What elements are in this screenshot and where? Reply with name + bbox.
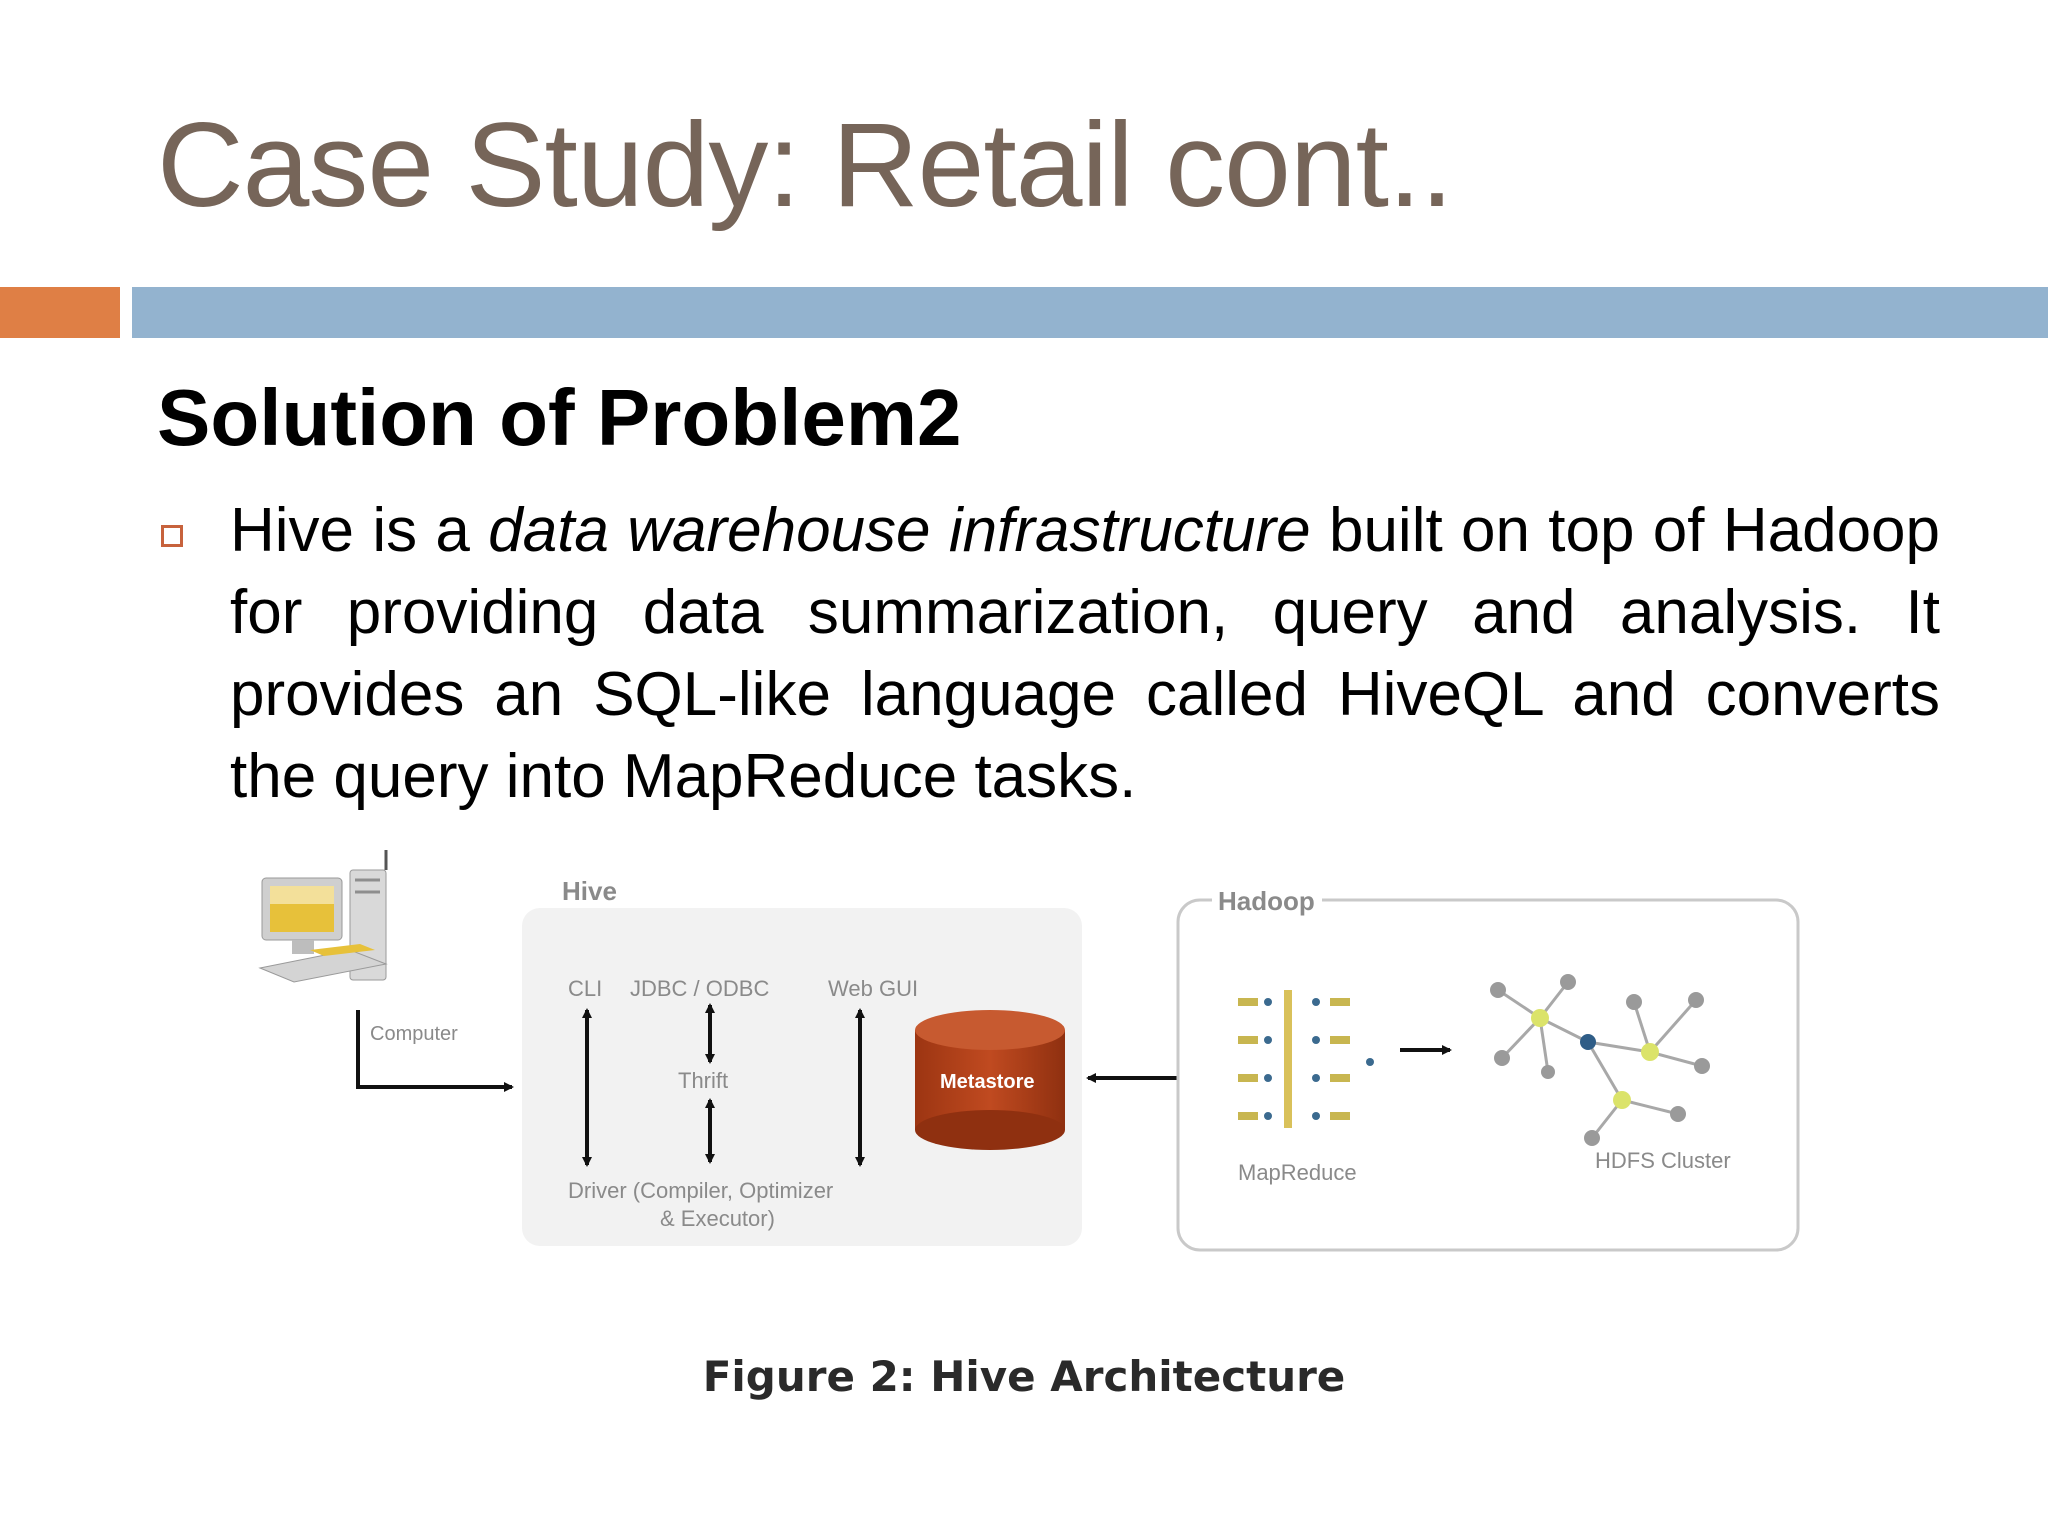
driver-label-line1: Driver (Compiler, Optimizer <box>568 1178 833 1203</box>
mapreduce-label: MapReduce <box>1238 1160 1357 1185</box>
bullet-text-part1: Hive is a <box>230 496 489 565</box>
metastore-label: Metastore <box>940 1071 1034 1093</box>
subheading: Solution of Problem2 <box>157 373 962 462</box>
bullet-text-emphasis: data warehouse infrastructure <box>488 496 1311 565</box>
thrift-label: Thrift <box>678 1068 728 1093</box>
hdfs-cluster-nodes <box>1490 974 1710 1146</box>
computer-label: Computer <box>370 1023 458 1045</box>
hive-label: Hive <box>562 876 617 906</box>
bullet-square-icon <box>161 525 183 547</box>
computer-icon <box>258 850 388 983</box>
accent-bar-blue <box>132 287 2048 338</box>
metastore-cylinder-icon <box>915 1010 1065 1150</box>
figure-caption: Figure 2: Hive Architecture <box>702 1352 1346 1401</box>
bullet-text-part2: built on top of Hadoop for providing dat… <box>230 496 1941 811</box>
jdbc-odbc-label: JDBC / ODBC <box>630 976 769 1001</box>
hive-panel <box>522 908 1082 1246</box>
cli-label: CLI <box>568 976 602 1001</box>
bullet-text: Hive is a data warehouse infrastructure … <box>230 490 1940 818</box>
computer-to-hive-arrow <box>356 1010 514 1092</box>
driver-label-line2: & Executor) <box>660 1206 775 1231</box>
hadoop-label: Hadoop <box>1218 886 1315 916</box>
web-gui-label: Web GUI <box>828 976 918 1001</box>
hadoop-panel <box>1176 898 1800 1252</box>
hive-architecture-diagram: Computer Hive CLI JDBC / ODBC Web GUI Th… <box>250 840 1810 1280</box>
accent-bar-orange <box>0 287 120 338</box>
hdfs-cluster-label: HDFS Cluster <box>1595 1148 1731 1173</box>
slide-title: Case Study: Retail cont.. <box>157 98 1454 232</box>
mapreduce-grid-icon <box>1238 990 1374 1128</box>
